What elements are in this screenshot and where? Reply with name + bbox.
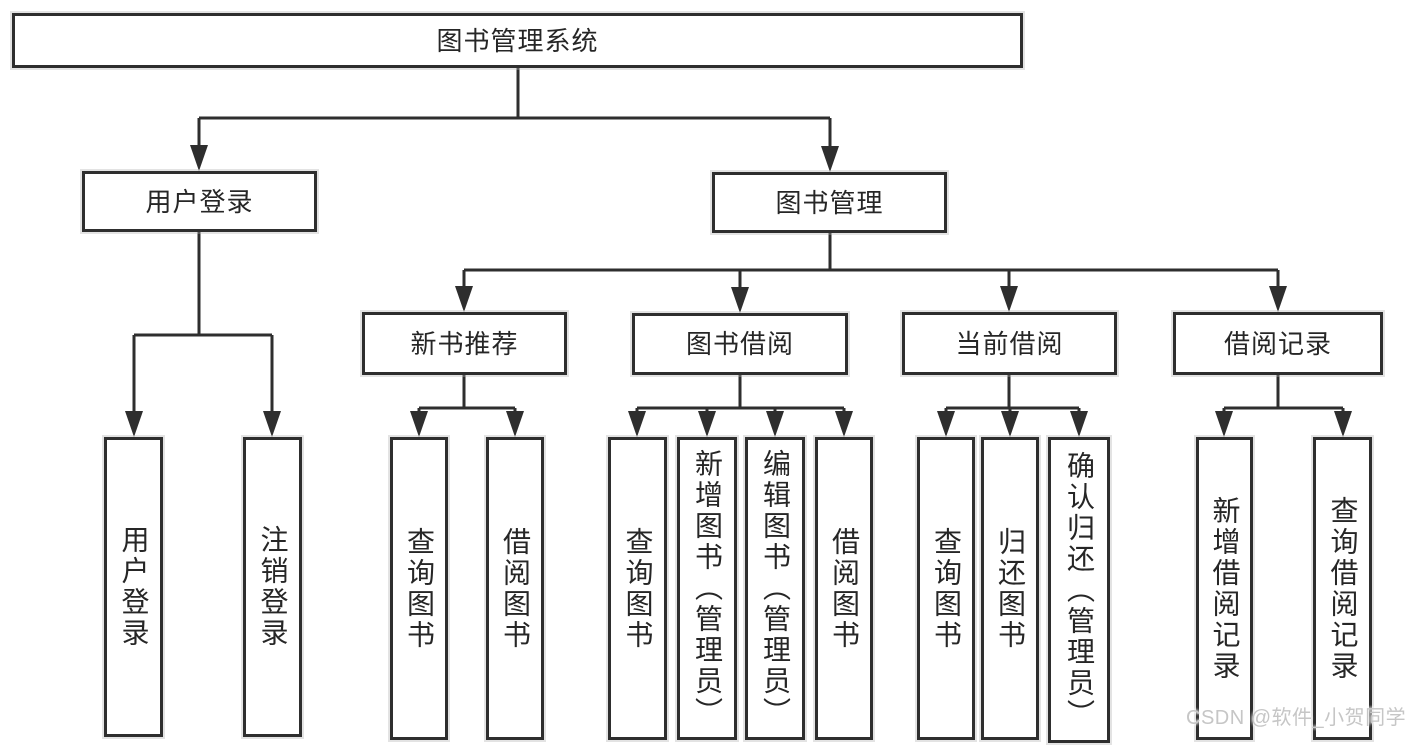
arrow-down-icon: [1070, 411, 1088, 437]
node-book-borrowing: 图书借阅: [632, 313, 848, 375]
leaf-query-book-recommend: 查询图书: [390, 437, 448, 740]
node-library-management-system: 图书管理系统: [12, 13, 1023, 68]
arrow-down-icon: [410, 411, 428, 437]
node-current-borrowing: 当前借阅: [902, 312, 1117, 375]
leaf-label: 查询图书: [931, 526, 962, 651]
leaf-label: 查询图书: [404, 526, 435, 651]
arrow-down-icon: [835, 411, 853, 437]
arrow-down-icon: [821, 146, 839, 172]
leaf-edit-book-admin: 编辑图书（管理员）: [745, 437, 805, 740]
arrow-down-icon: [1334, 411, 1352, 437]
leaf-label: 新增图书（管理员）: [692, 449, 723, 728]
arrow-down-icon: [731, 287, 749, 313]
leaf-label: 编辑图书（管理员）: [760, 449, 791, 728]
arrow-down-icon: [628, 411, 646, 437]
node-label: 借阅记录: [1223, 328, 1332, 359]
arrow-down-icon: [1000, 286, 1018, 312]
node-label: 新书推荐: [410, 328, 519, 359]
leaf-logout: 注销登录: [243, 437, 302, 737]
leaf-label: 归还图书: [995, 526, 1026, 651]
leaf-return-book: 归还图书: [981, 437, 1039, 740]
leaf-label: 查询图书: [622, 526, 654, 651]
leaf-confirm-return-admin: 确认归还（管理员）: [1048, 437, 1110, 743]
arrow-down-icon: [698, 411, 716, 437]
csdn-watermark: CSDN @软件_小贺同学: [1186, 707, 1405, 729]
arrow-down-icon: [1215, 411, 1233, 437]
node-book-management: 图书管理: [712, 172, 947, 233]
arrow-down-icon: [190, 145, 208, 171]
node-user-login: 用户登录: [82, 171, 317, 232]
node-label: 图书管理系统: [436, 25, 599, 56]
arrow-down-icon: [1269, 286, 1287, 312]
arrow-down-icon: [125, 411, 143, 437]
node-label: 当前借阅: [955, 328, 1064, 359]
leaf-label: 查询借阅记录: [1327, 495, 1359, 682]
leaf-label: 注销登录: [257, 525, 289, 649]
arrow-down-icon: [455, 286, 473, 312]
leaf-query-borrow-record: 查询借阅记录: [1313, 437, 1372, 740]
node-label: 用户登录: [145, 186, 254, 217]
leaf-user-login: 用户登录: [104, 437, 163, 737]
node-label: 图书管理: [775, 187, 884, 218]
leaf-query-book-borrowing: 查询图书: [608, 437, 667, 740]
leaf-label: 用户登录: [118, 525, 150, 649]
leaf-borrow-book-recommend: 借阅图书: [486, 437, 544, 740]
arrow-down-icon: [263, 411, 281, 437]
leaf-label: 确认归还（管理员）: [1064, 450, 1095, 730]
leaf-query-book-current: 查询图书: [917, 437, 975, 740]
node-new-book-recommendation: 新书推荐: [362, 312, 567, 375]
leaf-borrow-book: 借阅图书: [815, 437, 873, 740]
node-borrowing-records: 借阅记录: [1173, 312, 1383, 375]
leaf-add-borrow-record: 新增借阅记录: [1196, 437, 1253, 740]
node-label: 图书借阅: [685, 329, 794, 359]
arrow-down-icon: [937, 411, 955, 437]
leaf-add-book-admin: 新增图书（管理员）: [677, 437, 737, 740]
arrow-down-icon: [1001, 411, 1019, 437]
arrow-down-icon: [506, 411, 524, 437]
leaf-label: 借阅图书: [829, 526, 860, 651]
leaf-label: 借阅图书: [500, 526, 531, 651]
leaf-label: 新增借阅记录: [1209, 495, 1241, 682]
arrow-down-icon: [766, 411, 784, 437]
